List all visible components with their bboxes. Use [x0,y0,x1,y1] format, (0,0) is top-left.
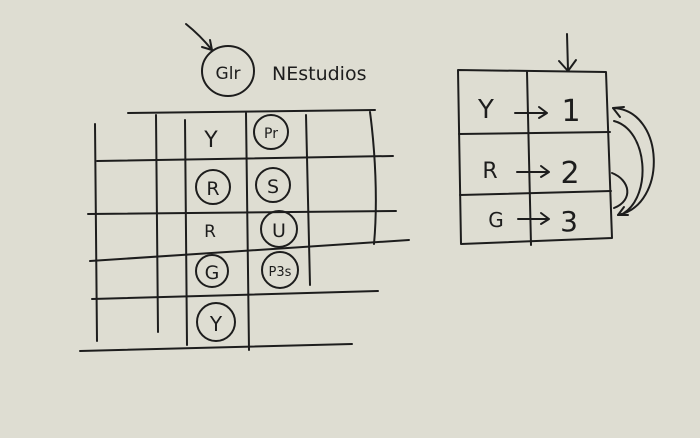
cell-letter: R [206,178,219,200]
left-grid-col2: Pr S U P3s [253,114,299,289]
grid-cell: S [255,167,291,203]
row-value: 3 [560,205,578,238]
grid-line-h2 [96,155,394,162]
cell-letter: Y [209,312,223,336]
cell-circle [253,114,289,150]
row-arrow [514,106,548,119]
node-circle [201,45,255,97]
cell-circle [261,251,299,289]
header-group: Glr NEstudios [185,23,366,97]
grid-line-v5 [305,114,311,286]
grid-line-v3 [184,119,188,346]
cell-letter: U [272,220,286,242]
table-border [457,69,613,245]
node-label: Glr [216,64,241,84]
table-row: Y 1 [477,94,580,129]
grid-line-v6 [369,111,377,245]
grid-line-v2 [155,114,159,333]
row-value: 2 [560,156,579,191]
table-row: G 3 [488,205,578,238]
grid-cell: U [260,210,298,248]
cell-circle [260,210,298,248]
grid-line-v4 [245,112,250,351]
cell-letter: Y [203,128,218,153]
row-key: Y [477,95,494,125]
cell-circle [195,169,231,205]
table-row: R 2 [482,156,579,191]
row-key: G [488,208,504,232]
outer-loop-tail [617,206,629,216]
row-arrow [517,212,550,225]
table-incoming-arrow [558,33,577,72]
cell-circle [255,167,291,203]
row-arrow [516,165,550,178]
left-grid [79,109,410,352]
grid-line-h4 [89,239,410,262]
grid-cell: Y [196,302,236,342]
outer-loop-arrowhead [612,106,625,118]
mapping-table: Y 1 R 2 G 3 [457,33,655,246]
grid-cell: R [204,222,216,242]
outer-loop-arrow [612,107,655,216]
cell-letter: R [204,222,216,242]
row-key: R [482,159,497,184]
grid-line-h6 [79,343,353,352]
left-grid-col1: Y R R G Y [195,128,236,342]
cell-letter: S [267,176,279,198]
grid-line-h5 [91,290,379,300]
grid-line-h1 [127,109,376,114]
cell-circle [195,254,229,288]
cell-letter: P3s [269,265,292,280]
grid-cell: P3s [261,251,299,289]
grid-cell: Y [203,128,218,153]
grid-cell: R [195,169,231,205]
row-value: 1 [561,94,580,129]
cycle-arrows [611,106,655,216]
small-loop-arrow [611,172,629,209]
cell-letter: Pr [264,126,278,142]
table-divider-h2 [459,190,612,196]
grid-line-h3 [87,210,397,215]
table-divider-v [526,71,532,246]
inner-loop-arrow [613,120,644,214]
cell-letter: G [205,262,220,284]
title-text: NEstudios [272,63,366,85]
incoming-arrow [185,23,213,51]
table-divider-h1 [458,131,611,135]
grid-line-v1 [94,123,98,342]
grid-cell: Pr [253,114,289,150]
cell-circle [196,302,236,342]
grid-cell: G [195,254,229,288]
